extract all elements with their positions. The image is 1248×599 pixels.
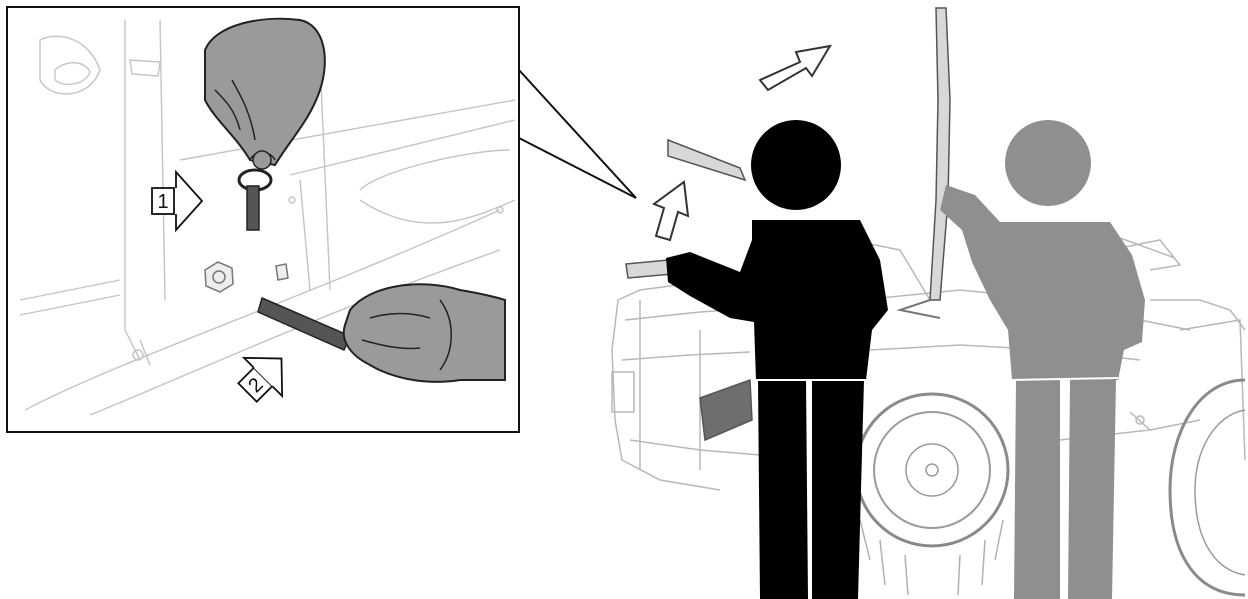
arrow-up-right-icon bbox=[760, 46, 830, 90]
step-1-label: 1 bbox=[157, 191, 168, 213]
callout-pointer bbox=[519, 70, 636, 198]
arrow-up-icon bbox=[654, 182, 688, 240]
person-rear-icon bbox=[940, 120, 1145, 599]
lift-arm bbox=[900, 8, 950, 318]
inset-detail-panel: 1 2 bbox=[7, 7, 519, 432]
